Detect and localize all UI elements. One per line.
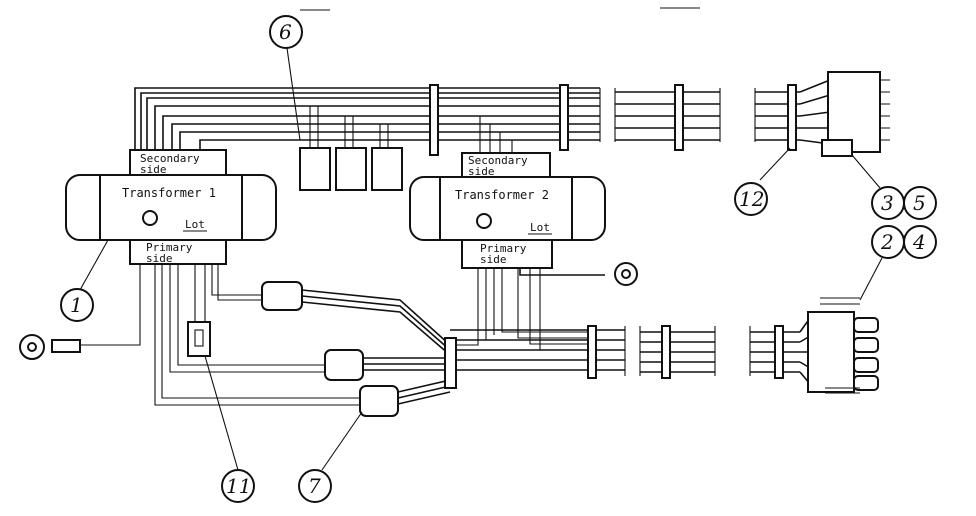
top-right-connector — [821, 71, 890, 157]
callout-2: 2 — [880, 230, 894, 254]
transformer-1-primary-wires — [19, 264, 360, 406]
callout-7: 7 — [308, 474, 321, 498]
transformer-2-primary-wires — [450, 262, 638, 351]
transformer-1-primary-line2: side — [146, 252, 173, 265]
callouts: 6 12 3 5 2 4 1 11 7 — [60, 15, 937, 503]
transformer-1-secondary-line2: side — [140, 163, 167, 176]
transformer-2: Secondary side Transformer 2 Lot Primary… — [409, 152, 606, 269]
callout-1: 1 — [70, 293, 83, 317]
transformer-2-primary-line2: side — [480, 253, 507, 266]
top-marks — [300, 7, 700, 11]
callout-12: 12 — [739, 187, 764, 211]
transformer-2-title: Transformer 2 — [455, 188, 549, 202]
drop-wires — [309, 106, 513, 155]
transformer-1-lot: Lot — [185, 218, 205, 231]
small-connectors — [299, 147, 403, 191]
transformer-2-lot: Lot — [530, 221, 550, 234]
transformer-1-secondary-line1: Secondary — [140, 152, 200, 165]
top-harness — [134, 79, 831, 155]
transformer-1-title: Transformer 1 — [122, 186, 216, 200]
transformer-1-primary-line1: Primary — [146, 241, 193, 254]
callout-3: 3 — [881, 191, 894, 215]
bottom-harness — [444, 325, 800, 389]
transformer-2-primary-line1: Primary — [480, 242, 527, 255]
callout-5: 5 — [913, 191, 926, 215]
transformer-2-secondary-line1: Secondary — [468, 154, 528, 167]
inline-connectors — [261, 281, 451, 417]
transformer-2-secondary-line2: side — [468, 165, 495, 178]
transformer-1: Secondary side Transformer 1 Lot Primary… — [65, 149, 277, 265]
top-cable-ties — [429, 84, 797, 156]
callout-6: 6 — [279, 20, 292, 44]
callout-4: 4 — [912, 230, 926, 254]
callout-11: 11 — [226, 474, 251, 498]
bottom-right-connector — [799, 297, 879, 394]
